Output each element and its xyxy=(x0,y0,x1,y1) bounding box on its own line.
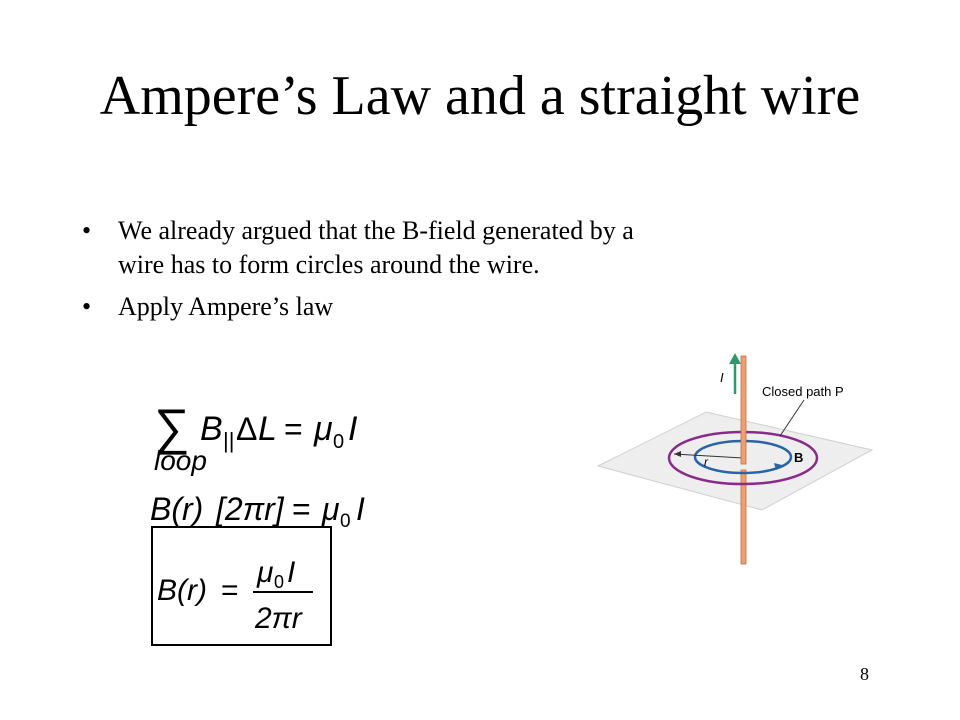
slide-title: Ampere’s Law and a straight wire xyxy=(99,65,861,127)
radius-label: r xyxy=(704,455,709,469)
bullet-marker: • xyxy=(82,216,92,245)
b-field-arrow-icon xyxy=(774,463,782,470)
field-label: B xyxy=(794,450,803,465)
bullet-item: • Apply Ampere’s law xyxy=(82,290,642,324)
plane-sheet xyxy=(596,411,874,511)
sum-symbol: ∑ xyxy=(154,399,190,455)
wire-upper xyxy=(740,355,747,465)
eq2-equals: = xyxy=(292,491,311,527)
bullet-text: We already argued that the B-field gener… xyxy=(118,216,634,279)
eq1-B: B xyxy=(200,410,223,448)
eq1-loop-label: loop xyxy=(154,445,207,476)
eq1-mu: μ xyxy=(313,410,333,448)
wire-lower xyxy=(740,469,747,565)
eq2-bracket: [2πr] xyxy=(215,491,285,527)
path-label: Closed path P xyxy=(762,384,844,399)
bullet-text: Apply Ampere’s law xyxy=(118,292,334,321)
page-number: 8 xyxy=(860,664,869,684)
radius-arrow-icon xyxy=(674,451,681,457)
eq1-parallel-subscript: || xyxy=(223,428,234,453)
bullet-marker: • xyxy=(82,292,92,321)
eq1-I: I xyxy=(348,410,358,448)
eq3-numerator-mu: μ xyxy=(256,556,273,589)
eq3-numerator-subscript: 0 xyxy=(274,572,284,592)
eq3-denominator: 2πr xyxy=(254,602,303,635)
bullet-list: • We already argued that the B-field gene… xyxy=(82,214,642,332)
path-label-leader xyxy=(779,399,805,437)
eq1-equals: = xyxy=(284,411,303,447)
equation-ampere-sum: ∑ B || Δ L = μ 0 I loop xyxy=(154,399,358,476)
bullet-item: • We already argued that the B-field gene… xyxy=(82,214,642,282)
eq2-I: I xyxy=(356,491,365,527)
eq1-L: L xyxy=(258,410,277,448)
eq3-lhs: B(r) xyxy=(157,574,207,607)
eq2-lhs: B(r) xyxy=(150,491,203,527)
eq3-equals: = xyxy=(221,574,239,607)
wire-figure: I Closed path P B r xyxy=(596,353,874,565)
eq1-delta: Δ xyxy=(236,411,257,447)
current-label: I xyxy=(720,370,724,385)
radius-line xyxy=(673,453,744,459)
equation-result: B(r) = μ 0 I 2πr xyxy=(157,556,313,635)
current-arrow-icon xyxy=(729,353,741,364)
equation-ampere-circle: B(r) [2πr] = μ 0 I xyxy=(150,491,365,530)
eq2-mu: μ xyxy=(321,491,340,527)
eq3-numerator-I: I xyxy=(287,556,295,589)
eq2-mu-subscript: 0 xyxy=(340,511,351,530)
result-box xyxy=(151,526,332,646)
eq1-mu-subscript: 0 xyxy=(333,431,344,453)
